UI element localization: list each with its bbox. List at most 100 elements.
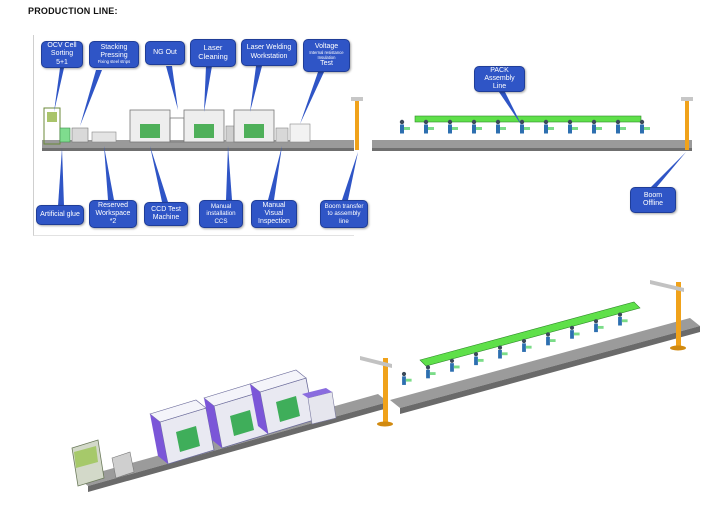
worker-table (572, 127, 578, 130)
callout-ccd-test: CCD Test Machine (144, 202, 188, 226)
worker-head (399, 119, 405, 125)
worker-table (596, 127, 602, 130)
worker-head (425, 365, 431, 370)
top-layout-panel (33, 35, 354, 236)
callout-stacking-sub: Fixing steel strips (97, 59, 131, 65)
worker-head (401, 371, 407, 377)
worker-head (449, 358, 455, 363)
worker-body (448, 124, 452, 134)
worker-table (428, 127, 434, 130)
worker-body (616, 124, 620, 134)
laser-cleaning-door (194, 124, 214, 138)
pack-line-conveyor-base (372, 148, 692, 151)
worker-body (592, 124, 596, 134)
callout-voltage-sub2: Insulation (317, 54, 336, 60)
callout-voltage-line2: Test (320, 60, 333, 68)
callout-manual-ccs-line1: Manual (210, 203, 232, 211)
worker-table (525, 345, 532, 349)
iso-boom-base-offline (670, 345, 686, 351)
callout-glue-text: Artificial glue (40, 210, 80, 218)
worker-body (474, 356, 478, 366)
boom-arm-offline (681, 97, 693, 101)
left-line-conveyor (42, 140, 354, 148)
worker-body (426, 369, 430, 379)
callout-reserved-workspace: Reserved Workspace *2 (89, 200, 137, 228)
callout-boom-transfer-line2: to assembly (327, 210, 361, 218)
ocv-station-detail (47, 112, 57, 122)
worker-head (521, 338, 527, 344)
worker-head (639, 119, 645, 125)
laser-welding-pointer (250, 66, 262, 112)
page-title: PRODUCTION LINE: (28, 6, 118, 16)
worker-table (477, 358, 484, 362)
iso-stacking-station (111, 451, 135, 479)
worker-head (615, 119, 621, 125)
iso-pack-workers (401, 312, 628, 385)
worker-body (498, 349, 502, 359)
callout-boom-transfer-line1: Boom transfer (324, 203, 364, 211)
manual-ccs-pointer (226, 146, 232, 200)
worker-head (423, 119, 429, 125)
worker-table (548, 127, 554, 130)
callout-stacking-pressing: Stacking Pressing Fixing steel strips (89, 41, 139, 68)
worker-body (544, 124, 548, 134)
callout-pack-line2: Assembly Line (484, 74, 515, 91)
callout-ocv-line1: OCV Cell (47, 42, 77, 50)
callout-ocv-line2: Sorting (50, 50, 74, 58)
worker-head (593, 319, 599, 324)
iso-pack-conveyor-side (400, 326, 700, 414)
ocv-pointer (54, 68, 64, 112)
ccd-pointer (150, 146, 168, 202)
iso-voltage-test-machine (302, 388, 337, 425)
ccd-machine-door (140, 124, 160, 138)
callout-ccd-line2: Machine (152, 214, 180, 221)
worker-table (476, 127, 482, 130)
worker-head (545, 332, 551, 337)
worker-head (497, 345, 503, 350)
worker-body (522, 343, 526, 352)
stacking-pointer (80, 70, 102, 126)
visual-inspection-station (275, 127, 289, 143)
iso-boom-arm-offline (650, 280, 684, 292)
callout-voltage-line1: Voltage (314, 42, 339, 50)
worker-head (569, 325, 575, 330)
callout-laser-welding: Laser Welding Workstation (241, 39, 297, 66)
worker-table (524, 127, 530, 130)
worker-table (549, 339, 556, 342)
voltage-pointer (300, 72, 324, 124)
worker-table (429, 372, 436, 375)
worker-body (618, 316, 622, 326)
iso-boom-base-transfer (377, 421, 393, 427)
callout-boom-offline-line2: Offline (642, 200, 664, 207)
callout-laser-cleaning-line1: Laser (203, 43, 223, 53)
iso-pack-conveyor (390, 318, 700, 408)
iso-left-conveyor-side (88, 402, 388, 492)
callout-voltage-test: Voltage Internal resistance Insulation T… (303, 39, 350, 72)
left-line-conveyor-base (42, 148, 354, 151)
ng-out-pointer (166, 66, 178, 110)
iso-boom-pole-offline (676, 282, 681, 348)
worker-body (570, 330, 574, 339)
callout-visual-line2: Visual (264, 209, 284, 217)
worker-table (405, 378, 412, 382)
callout-manual-ccs-line2: installation (206, 210, 236, 218)
reserved-pointer (104, 146, 114, 200)
callout-artificial-glue: Artificial glue (36, 205, 84, 225)
iso-ocv-detail (74, 446, 98, 468)
callout-pack-assembly: PACK Assembly Line (474, 66, 525, 92)
worker-head (447, 119, 453, 125)
reserved-station (91, 131, 117, 143)
worker-table (620, 127, 626, 130)
worker-table (501, 352, 508, 356)
glue-pointer (58, 148, 64, 206)
worker-head (617, 312, 623, 317)
callout-manual-visual: Manual Visual Inspection (251, 200, 297, 228)
pack-green-cover (414, 115, 642, 123)
callout-ng-out-text: NG Out (153, 48, 177, 56)
iso-pack-green-cover (419, 301, 641, 367)
worker-table (573, 332, 580, 336)
iso-boom-pole-transfer (383, 358, 388, 424)
callout-boom-transfer: Boom transfer to assembly line (320, 200, 368, 228)
